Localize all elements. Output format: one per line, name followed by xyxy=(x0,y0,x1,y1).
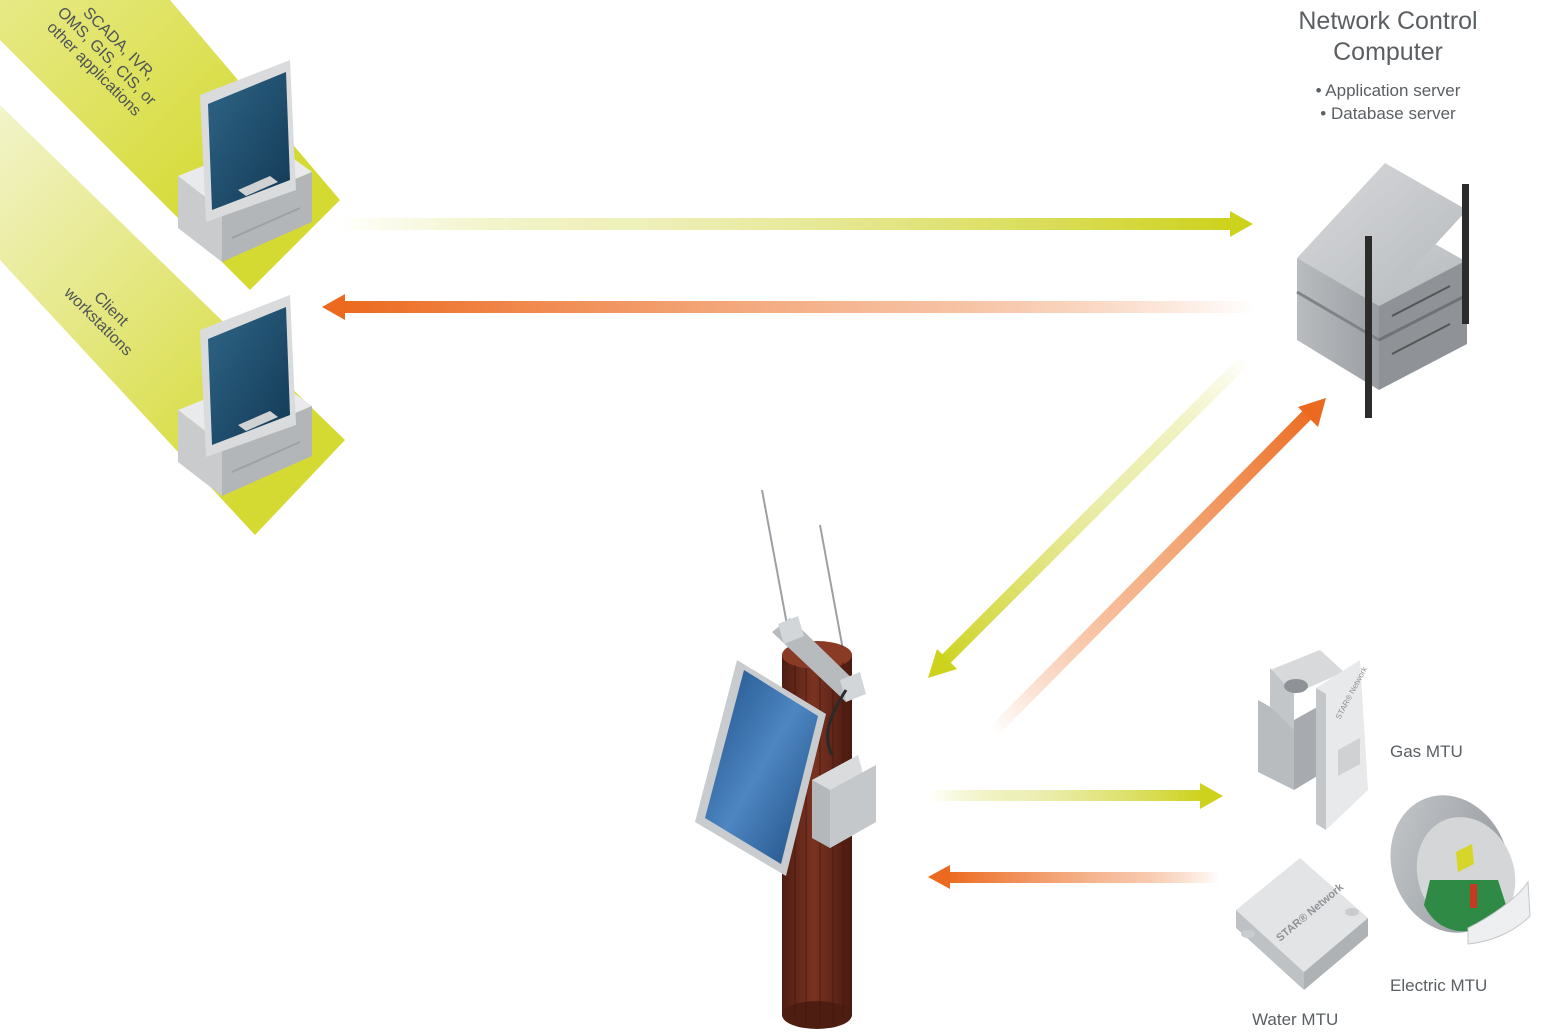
arrow-to-server xyxy=(985,398,1326,740)
bullet-application-server: • Application server xyxy=(1315,81,1461,100)
network-control-bullets: • Application server • Database server xyxy=(1230,79,1542,125)
electric-mtu-icon xyxy=(1390,795,1531,945)
network-control-title-line1: Network Control xyxy=(1298,7,1478,35)
arrow-to-mtus xyxy=(930,783,1223,809)
arrow-to-collector xyxy=(928,350,1255,678)
application-computer-icon xyxy=(178,60,312,262)
electric-mtu-label: Electric MTU xyxy=(1390,976,1488,995)
arrow-to-workstations xyxy=(322,294,1255,320)
arrow-from-mtus xyxy=(928,865,1220,889)
network-control-title-line2: Computer xyxy=(1333,38,1443,66)
gas-mtu-icon xyxy=(1258,650,1368,830)
pole-collector-icon xyxy=(695,489,876,1029)
network-control-server-icon xyxy=(1296,163,1469,418)
workstation-computer-icon xyxy=(178,295,312,496)
gas-mtu-label: Gas MTU xyxy=(1390,742,1463,761)
bullet-database-server: • Database server xyxy=(1320,104,1456,123)
arrow-to-network-computer xyxy=(340,211,1253,237)
water-mtu-icon xyxy=(1236,858,1368,990)
water-mtu-label: Water MTU xyxy=(1252,1010,1339,1029)
network-control-title: Network Control Computer xyxy=(1230,6,1542,68)
